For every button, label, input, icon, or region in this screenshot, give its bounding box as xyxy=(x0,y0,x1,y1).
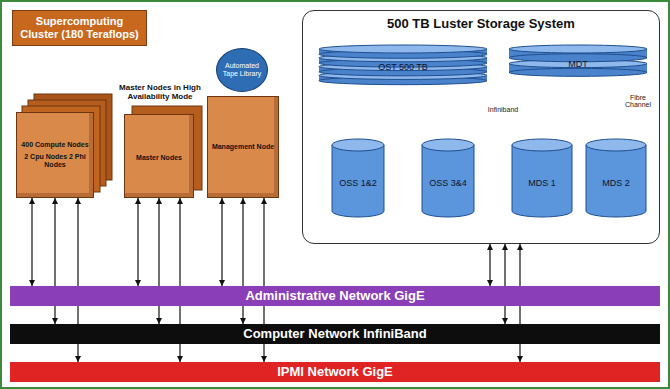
node-text: Computer Network InfiniBand xyxy=(243,327,426,342)
node-text: OSS 1&2 xyxy=(339,178,377,188)
cylinder-top xyxy=(422,139,474,151)
cylinder-top xyxy=(332,139,384,151)
node-text: 400 Compute Nodes xyxy=(21,141,88,149)
node-text: OSS 3&4 xyxy=(429,178,467,188)
cylinder-body xyxy=(512,145,572,217)
master-node-box: Master Nodes in High Availability ModeMa… xyxy=(124,114,194,198)
oss-cylinder: OSS 3&4 xyxy=(421,138,475,218)
compute-node-box: 400 Compute Nodes 2 Cpu Nodes 2 Phi Nodes xyxy=(16,112,94,198)
cylinder-body xyxy=(332,145,384,217)
node-text: IPMI Network GigE xyxy=(277,365,393,380)
node-text: MDS 2 xyxy=(602,178,630,188)
node-text: OST 500 TB xyxy=(378,62,428,72)
network-link-arrow xyxy=(221,198,222,286)
management-node-box: Management Node xyxy=(207,96,279,198)
node-text: Management Node xyxy=(212,143,274,151)
mds-cylinder: MDS 2 xyxy=(585,138,647,218)
node-text: Supercomputing Cluster (180 Teraflops) xyxy=(17,15,142,40)
oss-cylinder: OSS 1&2 xyxy=(331,138,385,218)
link-label: Fibre Channel xyxy=(618,94,658,108)
box-heading: Master Nodes in High Availability Mode xyxy=(117,83,203,101)
node-text: 2 Cpu Nodes 2 Phi Nodes xyxy=(20,153,90,169)
node-text: Automated Tape Library xyxy=(219,62,265,78)
mdt-disk-stack: MDT xyxy=(508,43,648,85)
network-link-arrow xyxy=(137,198,138,286)
network-link-arrow xyxy=(489,244,490,286)
cylinder-top xyxy=(586,139,646,151)
node-text: Administrative Network GigE xyxy=(245,289,424,304)
disk-top xyxy=(319,45,487,53)
node-text: Master Nodes xyxy=(136,154,182,162)
cylinder-body xyxy=(586,145,646,217)
node-text: MDT xyxy=(568,59,588,69)
cylinder-top xyxy=(512,139,572,151)
admin-network-band: Administrative Network GigE xyxy=(10,286,660,306)
ost-disk-stack: OST 500 TB xyxy=(318,43,488,91)
disk-top xyxy=(509,45,647,53)
ipmi-network-band: IPMI Network GigE xyxy=(10,362,660,382)
tape-library-circle: Automated Tape Library xyxy=(216,48,268,92)
cluster-title-box: Supercomputing Cluster (180 Teraflops) xyxy=(12,10,147,46)
network-link-arrow xyxy=(504,244,505,324)
cylinder-body xyxy=(422,145,474,217)
node-text: 500 TB Luster Storage System xyxy=(387,17,575,32)
disk-bottom xyxy=(509,68,647,76)
mds-cylinder: MDS 1 xyxy=(511,138,573,218)
node-text: MDS 1 xyxy=(528,178,556,188)
compute-network-band: Computer Network InfiniBand xyxy=(10,324,660,344)
link-label: Infiniband xyxy=(480,106,526,113)
storage-system-box: 500 TB Luster Storage SystemOST 500 TB MD… xyxy=(302,10,660,244)
network-link-arrow xyxy=(31,198,32,286)
